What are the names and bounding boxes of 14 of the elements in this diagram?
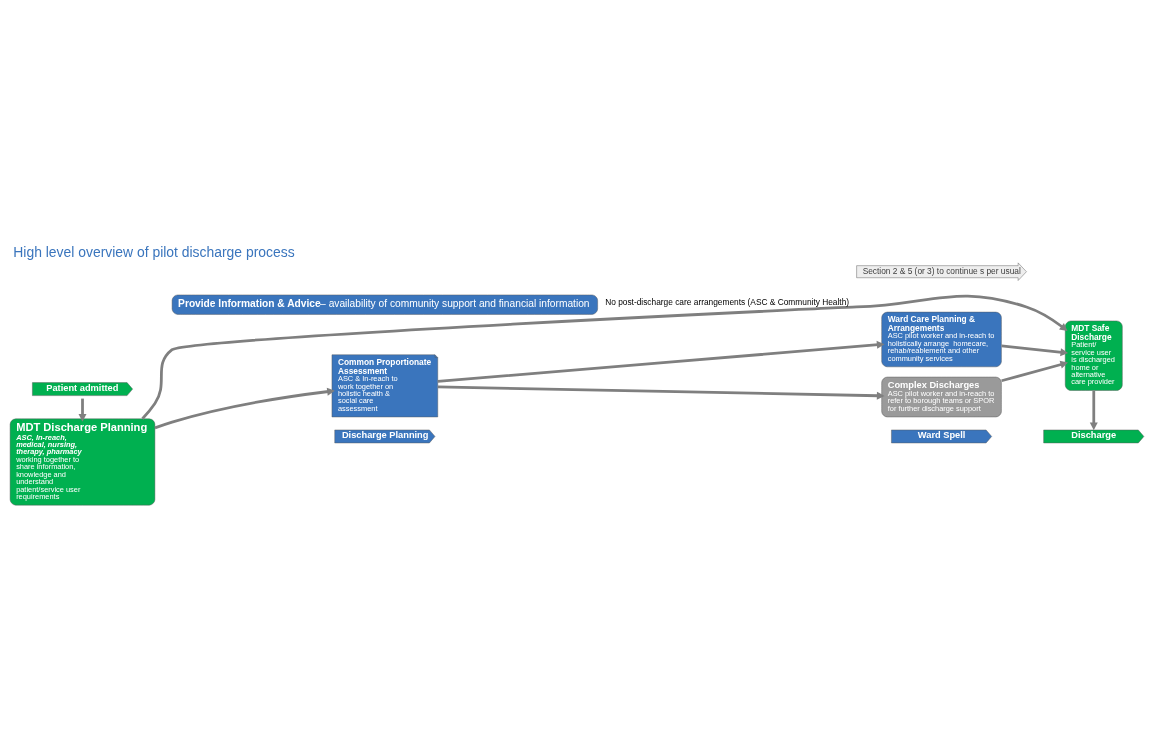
arrow <box>1001 344 1069 357</box>
arrow <box>78 398 87 422</box>
arrow <box>1001 360 1069 383</box>
edge-label: No post-discharge care arrangements (ASC & Community Health) <box>605 296 850 307</box>
arrow <box>437 340 885 383</box>
node-box: Ward Care Planning & Arrangements ASC pilot worker and in-reach to holistically arrange homecare, rehab/reablement and other community services <box>881 311 1002 368</box>
diagram-title: High level overview of pilot discharge process <box>13 243 295 260</box>
arrow <box>154 387 335 430</box>
node-box: Provide Information & Advice– availability of community support and financial information <box>171 294 598 315</box>
node-box: Complex Discharges ASC pilot worker and in-reach to refer to borough teams or SPOR for further discharge support <box>881 376 1002 418</box>
arrow <box>1089 390 1098 431</box>
arrow <box>437 385 885 400</box>
node-box: MDT Discharge Planning ASC, In-reach, medical, nursing, therapy, pharmacy working together to share information, knowledge and understand patient/service user requirements <box>9 418 156 506</box>
node-box: MDT Safe Discharge Patient/ service user is discharged home or alternative care provider <box>1065 320 1123 391</box>
